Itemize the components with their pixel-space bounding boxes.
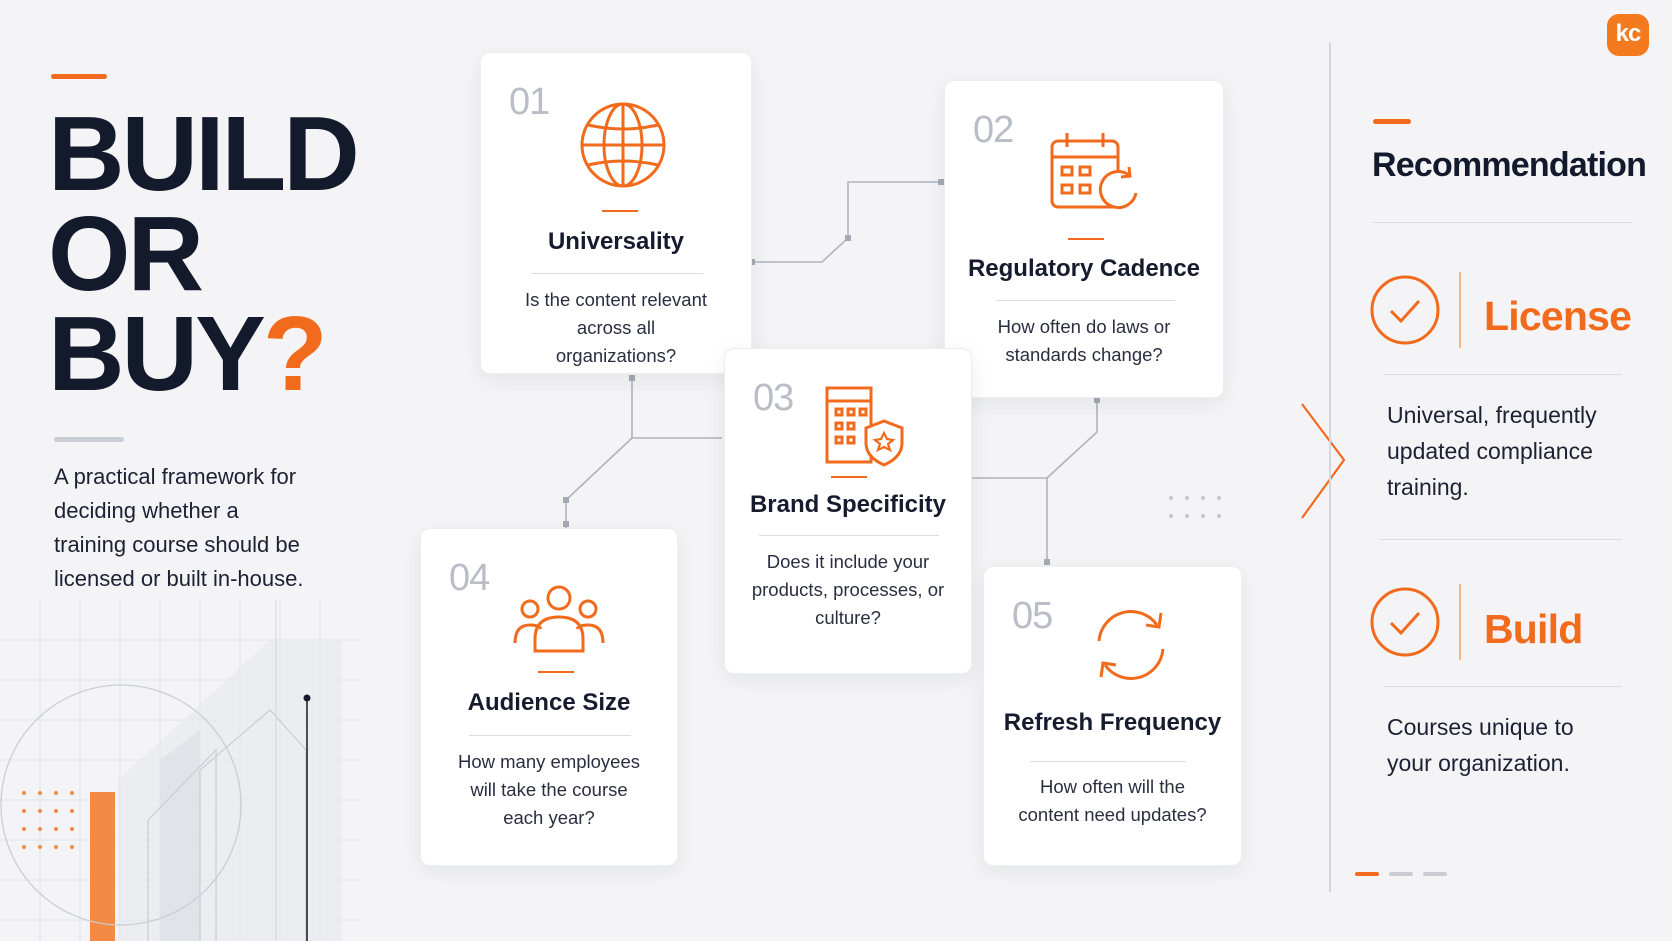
criterion-card-refresh-frequency: 05 Refresh Frequency How often will the … — [983, 566, 1242, 866]
card-number: 01 — [509, 81, 550, 123]
page-indicator[interactable] — [1423, 872, 1447, 876]
card-title: Refresh Frequency — [1003, 709, 1222, 736]
card-number: 03 — [753, 377, 794, 419]
title-line-build: BUILD — [48, 95, 360, 213]
option-description-license: Universal, frequently updated compliance… — [1387, 402, 1597, 500]
card-title: Audience Size — [467, 689, 631, 716]
card-question: Is the content relevant across all organ… — [524, 289, 708, 366]
icon-underline — [538, 671, 574, 673]
audience-icon — [513, 585, 605, 653]
refresh-icon — [1097, 610, 1165, 680]
card-divider — [1030, 761, 1186, 762]
option-description-build: Courses unique to your organization. — [1387, 714, 1574, 776]
card-question: How many employees will take the course … — [458, 751, 640, 828]
icon-underline — [1068, 238, 1104, 240]
recommendation-title: Recommendation — [1372, 146, 1647, 184]
dot-grid-decoration — [1169, 496, 1221, 518]
background-chart-decoration — [0, 600, 360, 941]
card-number: 02 — [973, 109, 1014, 151]
card-title: Universality — [547, 228, 685, 255]
card-title: Brand Specificity — [749, 491, 947, 518]
option-divider — [1384, 686, 1622, 687]
card-divider — [759, 535, 939, 536]
option-label-build: Build — [1484, 606, 1583, 652]
criterion-card-regulatory-cadence: 02 Regulatory Cadence How often do laws … — [944, 80, 1224, 398]
hero-title: BUILD OR BUY? — [48, 95, 360, 413]
recommendation-accent-dash — [1373, 119, 1411, 124]
title-line-or: OR — [48, 195, 204, 313]
option-separator-line — [1380, 539, 1622, 540]
building-shield-icon — [825, 386, 904, 467]
card-question: How often will the content need updates? — [1018, 776, 1207, 825]
title-line-buy: BUY? — [48, 295, 328, 413]
card-number: 04 — [449, 557, 490, 599]
recommendation-divider — [1373, 222, 1633, 223]
title-accent-dash — [51, 74, 107, 79]
subtitle-divider — [54, 437, 124, 442]
icon-underline — [831, 476, 867, 478]
check-circle-icon — [1370, 587, 1440, 657]
option-divider — [1384, 374, 1622, 375]
card-title: Regulatory Cadence — [967, 255, 1201, 282]
criterion-card-audience-size: 04 Audience Size How many employees will… — [420, 528, 678, 866]
card-number: 05 — [1012, 595, 1053, 637]
card-divider — [469, 735, 631, 736]
icon-underline — [602, 210, 638, 212]
card-question: How often do laws or standards change? — [997, 316, 1171, 365]
option-label-license: License — [1484, 293, 1632, 339]
option-separator — [1459, 584, 1461, 660]
page-indicator[interactable] — [1389, 872, 1413, 876]
chevron-right-icon — [1301, 403, 1346, 519]
panel-divider — [1329, 42, 1331, 892]
criterion-card-universality: 01 Universality Is the content relevant … — [480, 52, 752, 374]
card-divider — [531, 273, 703, 274]
calendar-refresh-icon — [1050, 133, 1138, 209]
question-mark: ? — [262, 295, 328, 413]
criterion-card-brand-specificity: 03 Brand Specificity Does it include you… — [724, 348, 972, 674]
option-separator — [1459, 272, 1461, 348]
card-question: Does it include your products, processes… — [751, 551, 945, 628]
globe-icon — [580, 102, 666, 188]
hero-subtitle: A practical framework for deciding wheth… — [54, 464, 304, 591]
check-circle-icon — [1370, 275, 1440, 345]
brand-logo: kc — [1607, 14, 1649, 56]
page-indicator-active[interactable] — [1355, 872, 1379, 876]
card-divider — [995, 300, 1175, 301]
